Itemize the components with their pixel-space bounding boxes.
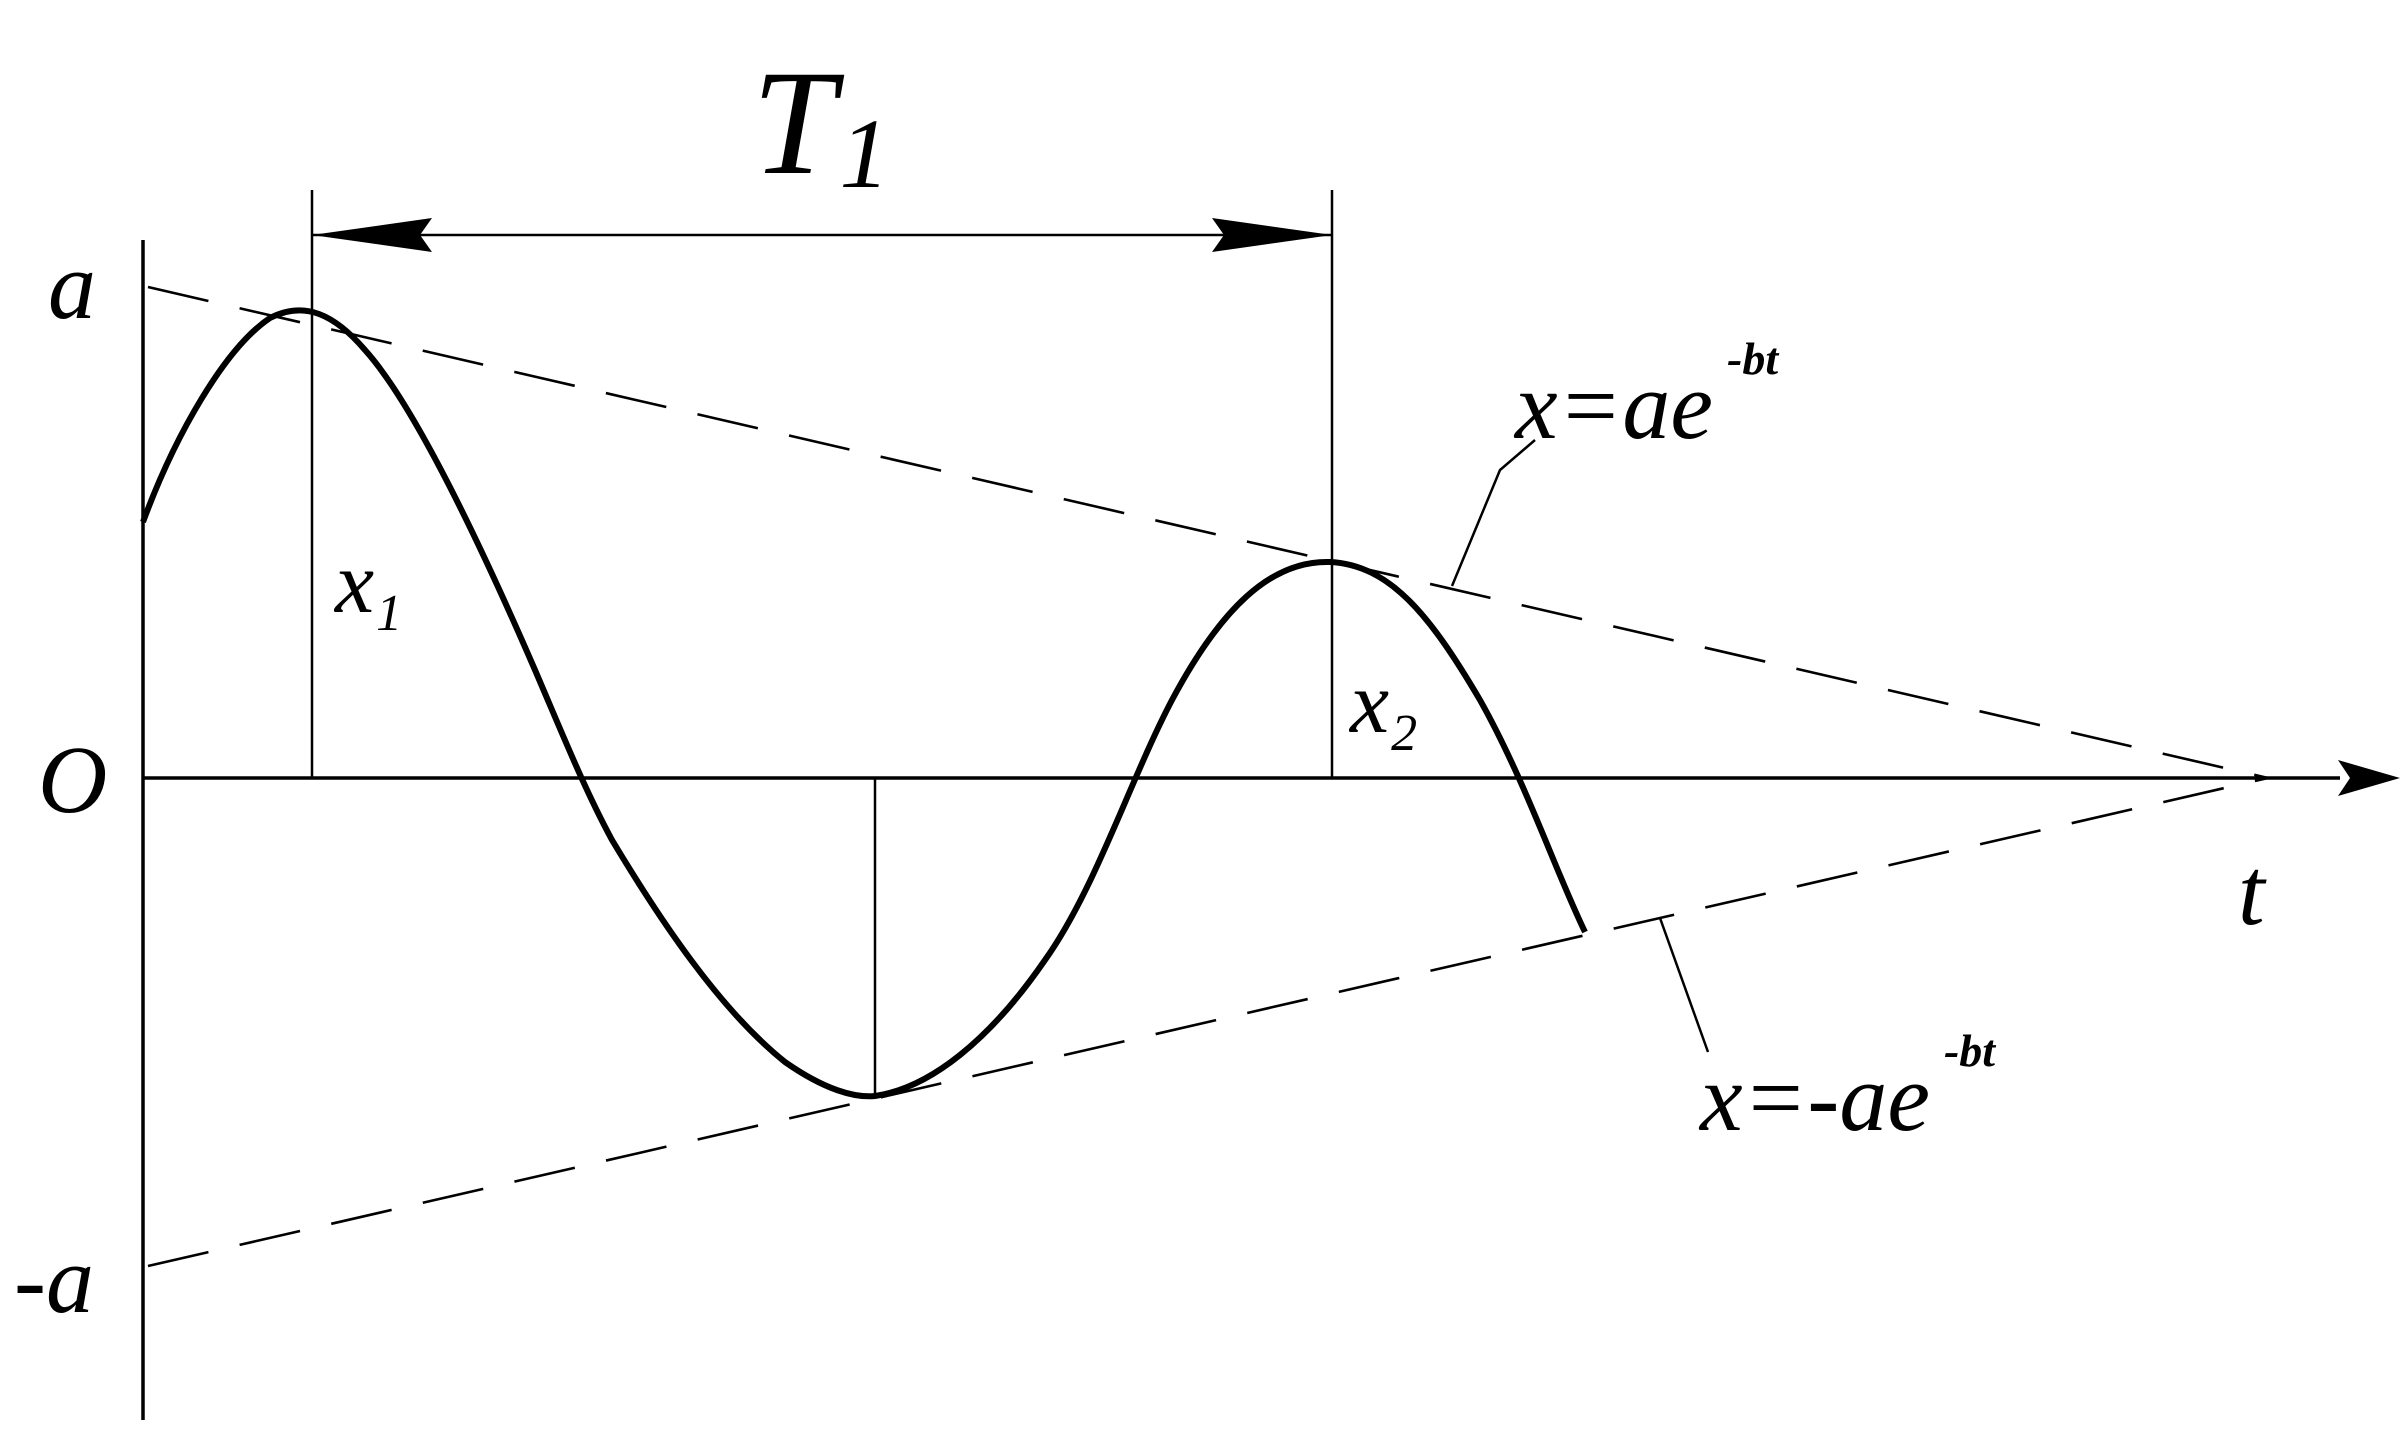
lower-envelope: [147, 776, 2269, 1268]
lower-envelope-leader: [1658, 917, 1710, 1053]
lower-envelope-equation-sup: -bt: [1944, 1025, 1996, 1076]
period-left-arrowhead: [312, 218, 432, 252]
amplitude-top-label: a: [48, 232, 96, 339]
upper-envelope-leader: [1450, 439, 1536, 587]
upper-envelope-equation-sup: -bt: [1727, 333, 1779, 384]
upper-envelope-equation-main: x=ae: [1513, 352, 1713, 459]
time-axis-label: t: [2238, 838, 2267, 945]
peak1-amplitude-label: x1: [333, 535, 402, 642]
peak2-amplitude-sub: 2: [1391, 705, 1417, 762]
upper-envelope: [147, 285, 2269, 780]
period-label-sub: 1: [839, 98, 889, 209]
time-axis-arrowhead: [2338, 760, 2400, 796]
peak1-amplitude-main: x: [333, 535, 374, 632]
peak1-amplitude-sub: 1: [376, 585, 402, 642]
lower-envelope-equation-main: x=-ae: [1698, 1044, 1930, 1151]
origin-label: O: [38, 726, 107, 833]
peak2-amplitude-label: x2: [1348, 655, 1417, 762]
period-label-main: T: [752, 40, 845, 206]
period-right-arrowhead: [1212, 218, 1332, 252]
period-label: T1: [752, 40, 889, 209]
lower-envelope-equation: x=-ae -bt: [1698, 1025, 1996, 1151]
damped-oscillation-curve: [140, 307, 1588, 1100]
amplitude-bottom-label: -a: [14, 1226, 94, 1333]
upper-envelope-equation: x=ae -bt: [1513, 333, 1779, 459]
peak2-amplitude-main: x: [1348, 655, 1389, 752]
